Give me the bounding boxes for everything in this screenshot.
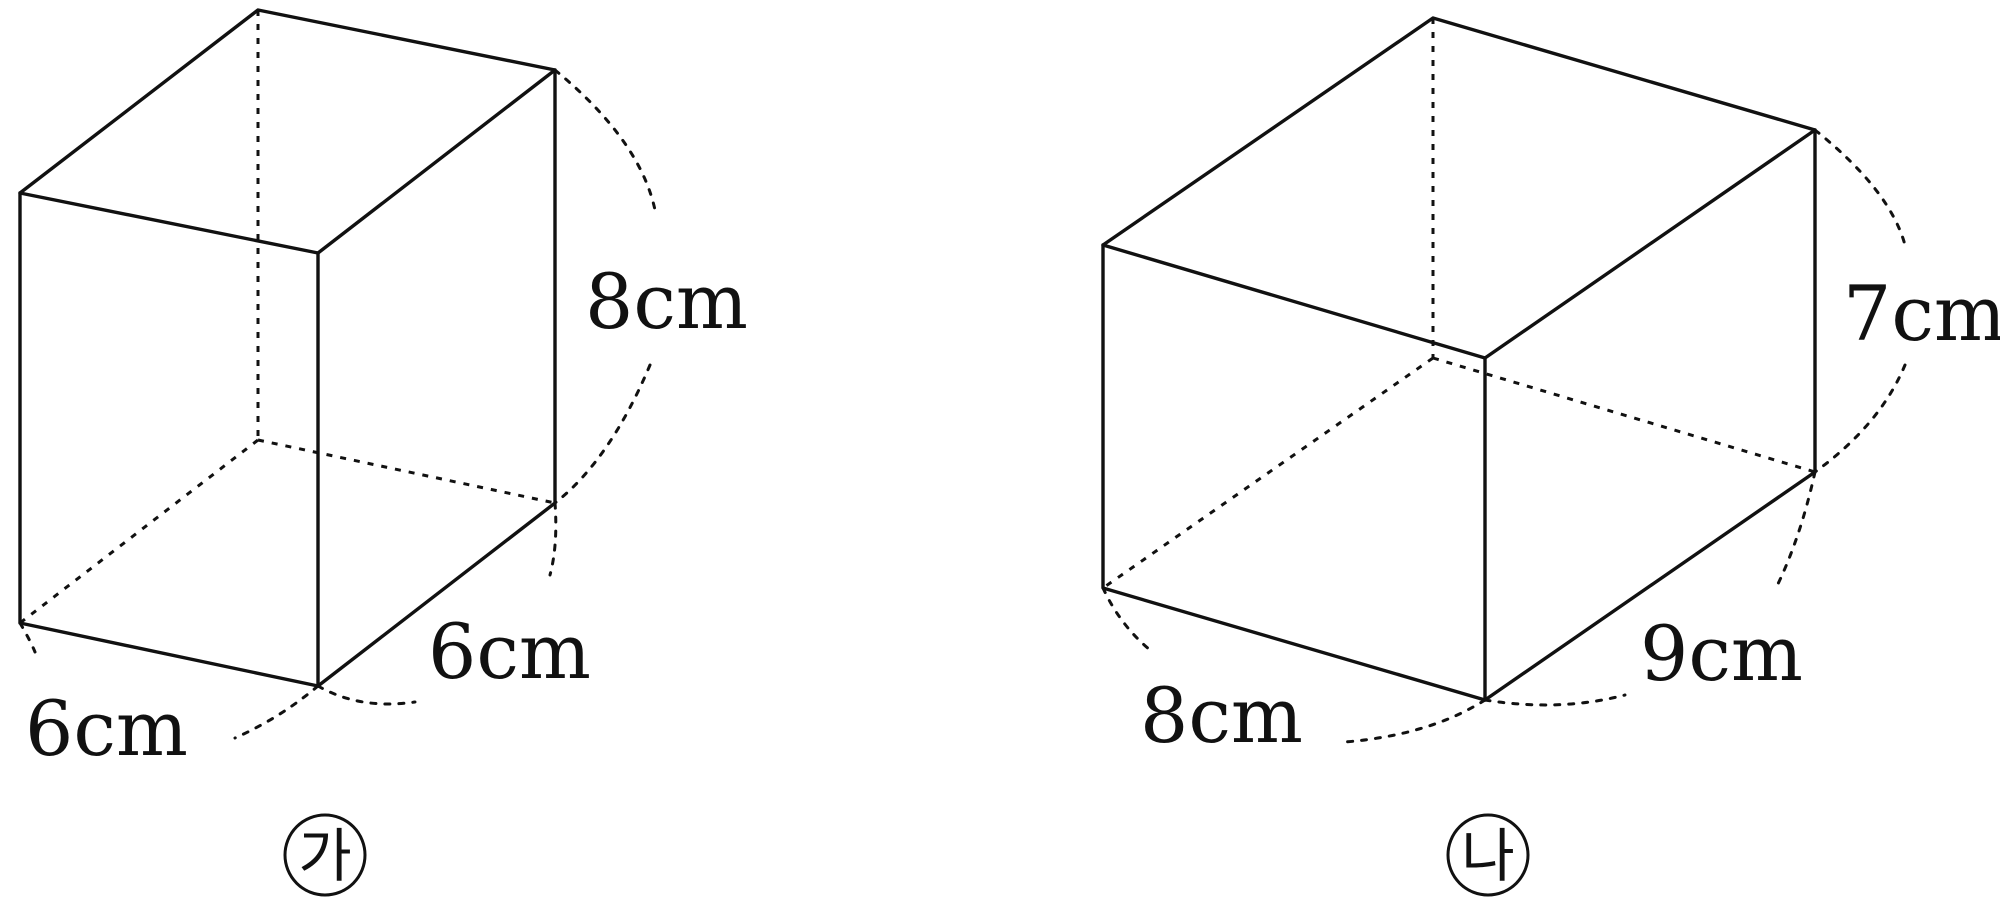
box-na-width-label: 8cm [1140, 671, 1303, 760]
box-ga-dimension-arcs [18, 68, 657, 740]
box-na-hidden-edges [1102, 18, 1816, 590]
box-na-height-label: 7cm [1843, 269, 2000, 358]
box-na-dimension-arcs [1101, 128, 1907, 744]
box-ga-visible-edges [18, 8, 557, 688]
box-ga-caption-text: 가 [298, 822, 351, 890]
box-na-caption: 나 [1446, 813, 1530, 897]
box-ga-caption-circle [283, 813, 367, 897]
box-ga-caption: 가 [283, 813, 367, 897]
box-ga-hidden-edges [19, 10, 556, 625]
box-na-depth-label: 9cm [1640, 609, 1803, 698]
box-ga-height-label: 8cm [585, 257, 748, 346]
box-ga-depth-label: 6cm [428, 607, 591, 696]
box-na-visible-edges [1101, 16, 1817, 702]
box-ga-width-label: 6cm [25, 684, 188, 773]
box-na: 7cm 9cm 8cm 나 [1101, 16, 2000, 897]
box-na-caption-text: 나 [1461, 822, 1514, 890]
box-na-caption-circle [1446, 813, 1530, 897]
box-ga: 8cm 6cm 6cm 가 [18, 8, 748, 897]
